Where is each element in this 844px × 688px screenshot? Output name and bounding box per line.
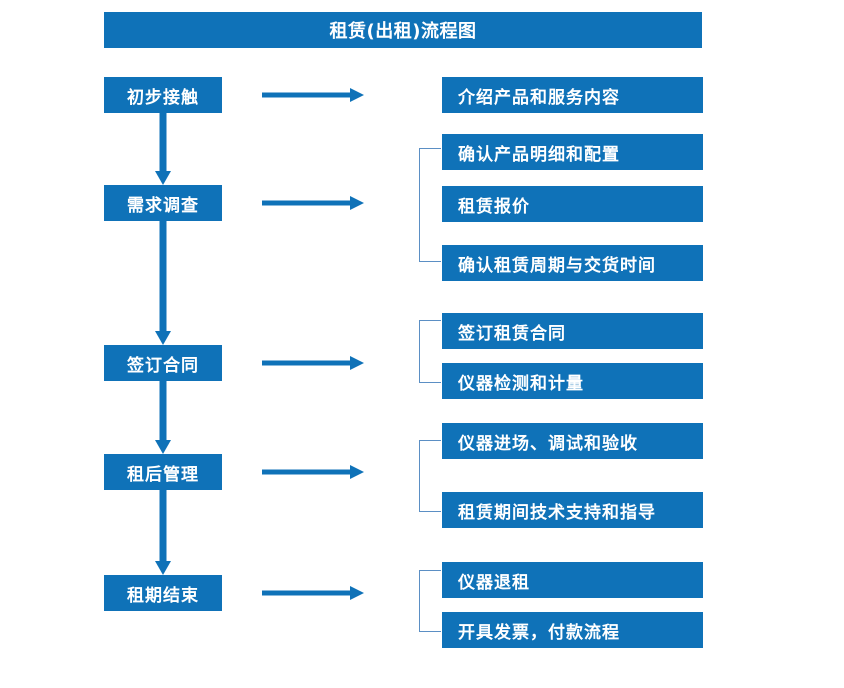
vertical-arrow-1-2 [155,113,171,185]
chart-title: 租赁(出租)流程图 [104,12,702,48]
group-bracket-management [419,440,441,512]
stage-box-5[interactable]: 租期结束 [104,575,222,611]
stage-box-4[interactable]: 租后管理 [104,454,222,490]
group-bracket-end [419,570,441,632]
vertical-arrow-2-3 [155,221,171,345]
detail-box-3[interactable]: 租赁报价 [442,186,703,222]
vertical-arrow-4-5 [155,490,171,575]
stage-box-3[interactable]: 签订合同 [104,345,222,381]
stage-box-2[interactable]: 需求调查 [104,185,222,221]
horizontal-arrow-5 [262,586,364,600]
detail-box-2[interactable]: 确认产品明细和配置 [442,134,703,170]
horizontal-arrow-2 [262,196,364,210]
stage-box-1[interactable]: 初步接触 [104,77,222,113]
detail-box-4[interactable]: 确认租赁周期与交货时间 [442,245,703,281]
detail-box-5[interactable]: 签订租赁合同 [442,313,703,349]
detail-box-1[interactable]: 介绍产品和服务内容 [442,77,703,113]
horizontal-arrow-4 [262,465,364,479]
group-bracket-contract [419,320,441,383]
horizontal-arrow-3 [262,356,364,370]
detail-box-6[interactable]: 仪器检测和计量 [442,363,703,399]
detail-box-10[interactable]: 开具发票，付款流程 [442,612,703,648]
detail-box-9[interactable]: 仪器退租 [442,562,703,598]
group-bracket-demand [419,148,441,262]
vertical-arrow-3-4 [155,381,171,454]
detail-box-8[interactable]: 租赁期间技术支持和指导 [442,492,703,528]
detail-box-7[interactable]: 仪器进场、调试和验收 [442,423,703,459]
horizontal-arrow-1 [262,88,364,102]
